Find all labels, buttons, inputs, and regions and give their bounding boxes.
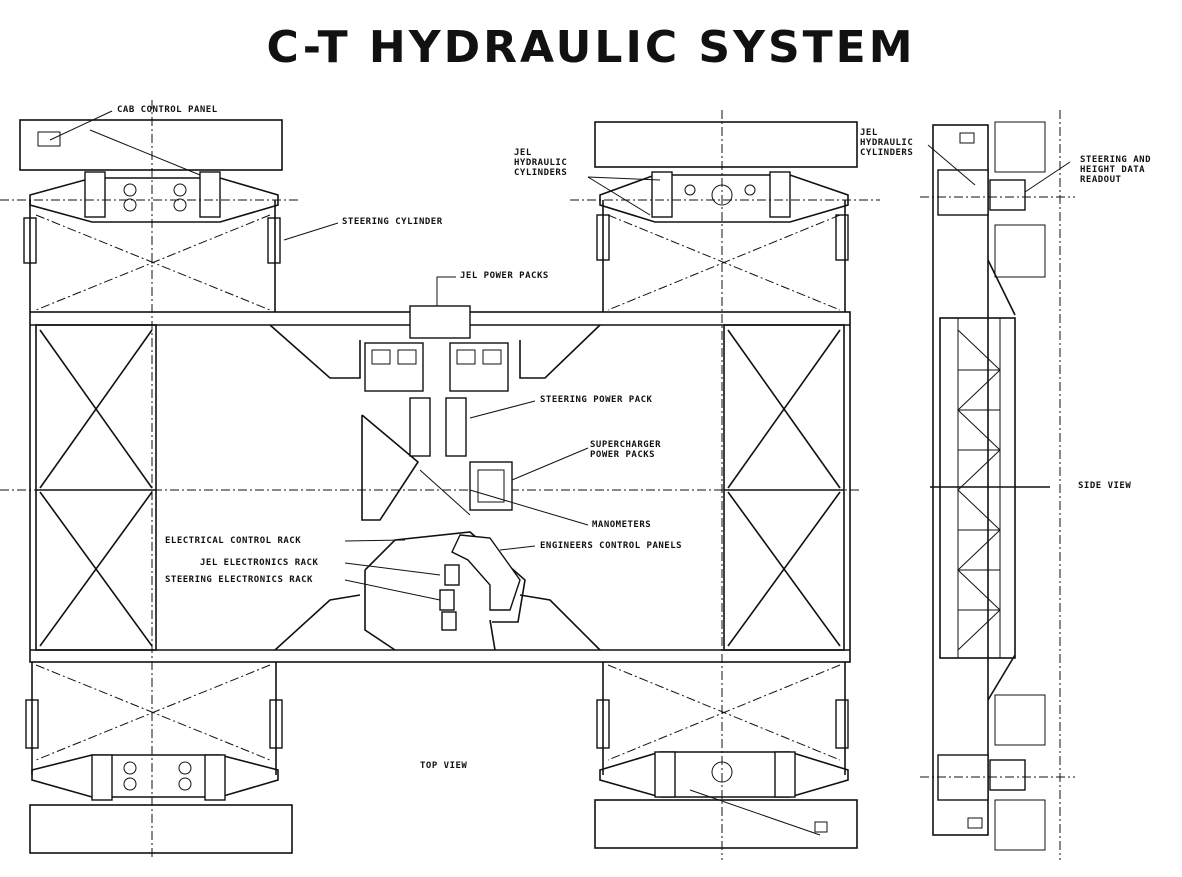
label-engineers-control-panels: ENGINEERS CONTROL PANELS: [540, 541, 683, 551]
top-view-frame: [0, 100, 860, 860]
label-jel-hydraulic-cylinders-side: JEL HYDRAULIC CYLINDERS: [860, 128, 914, 158]
label-side-view: SIDE VIEW: [1078, 481, 1132, 491]
label-jel-hydraulic-cylinders-center: JEL HYDRAULIC CYLINDERS: [514, 148, 568, 178]
label-manometers: MANOMETERS: [592, 520, 652, 530]
label-jel-power-packs: JEL POWER PACKS: [460, 271, 549, 281]
truck-bottom-left: [25, 662, 293, 854]
label-steering-electronics-rack: STEERING ELECTRONICS RACK: [165, 575, 313, 585]
label-supercharger-power-packs: SUPERCHARGER POWER PACKS: [590, 440, 662, 460]
label-steering-cylinder: STEERING CYLINDER: [342, 217, 443, 227]
side-view: [920, 110, 1075, 860]
diagram-title: C-T HYDRAULIC SYSTEM: [266, 22, 916, 73]
central-equipment: [269, 305, 601, 651]
label-steering-power-pack: STEERING POWER PACK: [540, 395, 653, 405]
truck-bottom-right: [594, 662, 858, 849]
label-top-view: TOP VIEW: [420, 761, 468, 771]
leader-lines: [49, 110, 1071, 601]
truck-top-right: [570, 121, 880, 312]
label-steering-height-readout: STEERING AND HEIGHT DATA READOUT: [1080, 155, 1152, 185]
label-cab-control-panel: CAB CONTROL PANEL: [117, 105, 218, 115]
truck-top-left: [0, 119, 300, 312]
label-jel-electronics-rack: JEL ELECTRONICS RACK: [200, 558, 319, 568]
label-electrical-control-rack: ELECTRICAL CONTROL RACK: [165, 536, 302, 546]
